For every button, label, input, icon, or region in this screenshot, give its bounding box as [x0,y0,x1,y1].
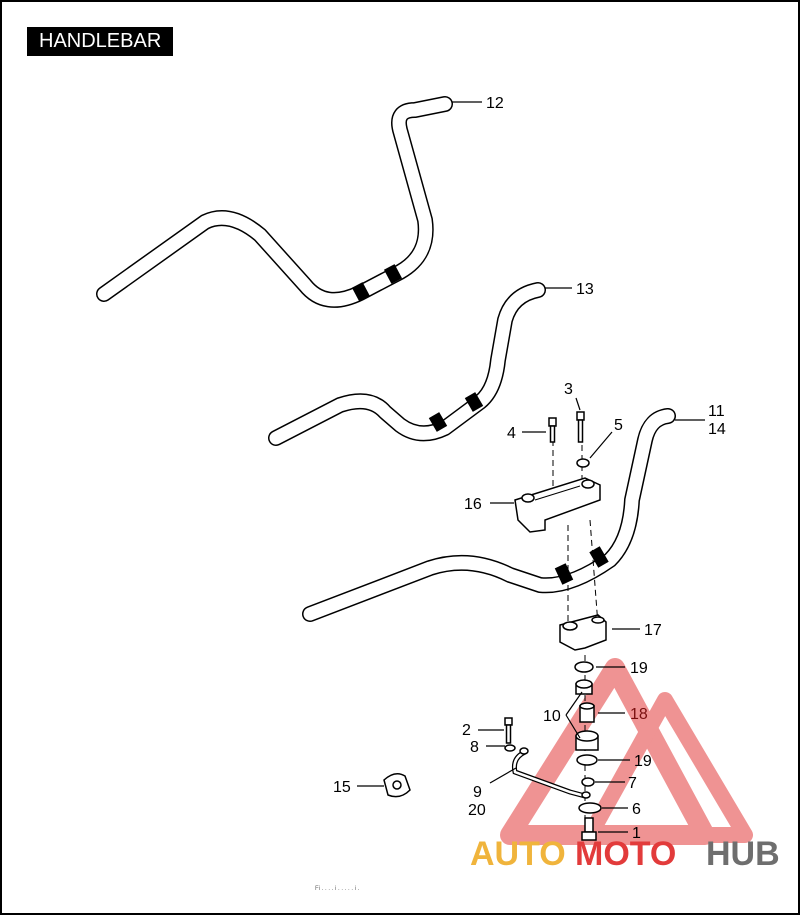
callout-5: 5 [614,417,623,434]
footer-note: Fi . . . . i . . . . . i . [315,886,360,892]
callout-17: 17 [644,622,662,639]
callout-6: 6 [632,801,641,818]
lockwasher-7 [581,777,595,787]
bolt-1 [581,817,597,841]
handlebar-12 [96,96,453,308]
watermark-moto: MOTO [575,835,676,873]
diagram-title: HANDLEBAR [27,27,174,56]
washer-19-top [574,661,594,673]
callout-2: 2 [462,722,471,739]
callout-11: 11 [708,403,725,420]
riser-17 [559,614,607,651]
callout-20: 20 [468,802,486,819]
handlebar-11-14 [302,408,676,622]
callout-9: 9 [473,784,482,801]
bolt-2 [504,717,513,744]
callout-19-top: 19 [630,660,648,677]
callout-8: 8 [470,739,479,756]
bolt-3 [576,411,585,443]
bolt-4 [548,417,557,443]
bushing-10-bottom [575,730,599,751]
watermark-hub: HUB [706,835,780,873]
handlebar-13 [268,282,546,446]
callout-4: 4 [507,425,516,442]
callout-14: 14 [708,421,726,438]
washer-8 [504,744,516,752]
callout-13: 13 [576,281,594,298]
callout-labels: 12 13 11 14 3 4 5 16 17 19 10 18 2 8 19 … [333,95,726,842]
washer-6 [578,802,602,814]
callout-3: 3 [564,381,573,398]
callout-7: 7 [628,775,637,792]
ground-strap-9-20 [512,747,591,799]
watermark-text: AUTO MOTO HUB [470,835,780,873]
assembly-line-right [589,519,599,626]
bushing-10-top [575,679,593,695]
watermark-auto: AUTO [470,835,566,873]
sleeve-18 [579,702,595,723]
top-clamp-16 [514,477,601,533]
callout-18: 18 [630,706,648,723]
clip-15 [383,773,411,798]
callout-19-bottom: 19 [634,753,652,770]
callout-1: 1 [632,825,641,842]
callout-16: 16 [464,496,482,513]
washer-5 [576,458,590,468]
watermark-logo [500,658,753,845]
callout-15: 15 [333,779,351,796]
washer-19-bottom [576,754,598,766]
callout-12: 12 [486,95,504,112]
callout-10: 10 [543,708,561,725]
leader-lines [357,101,705,833]
